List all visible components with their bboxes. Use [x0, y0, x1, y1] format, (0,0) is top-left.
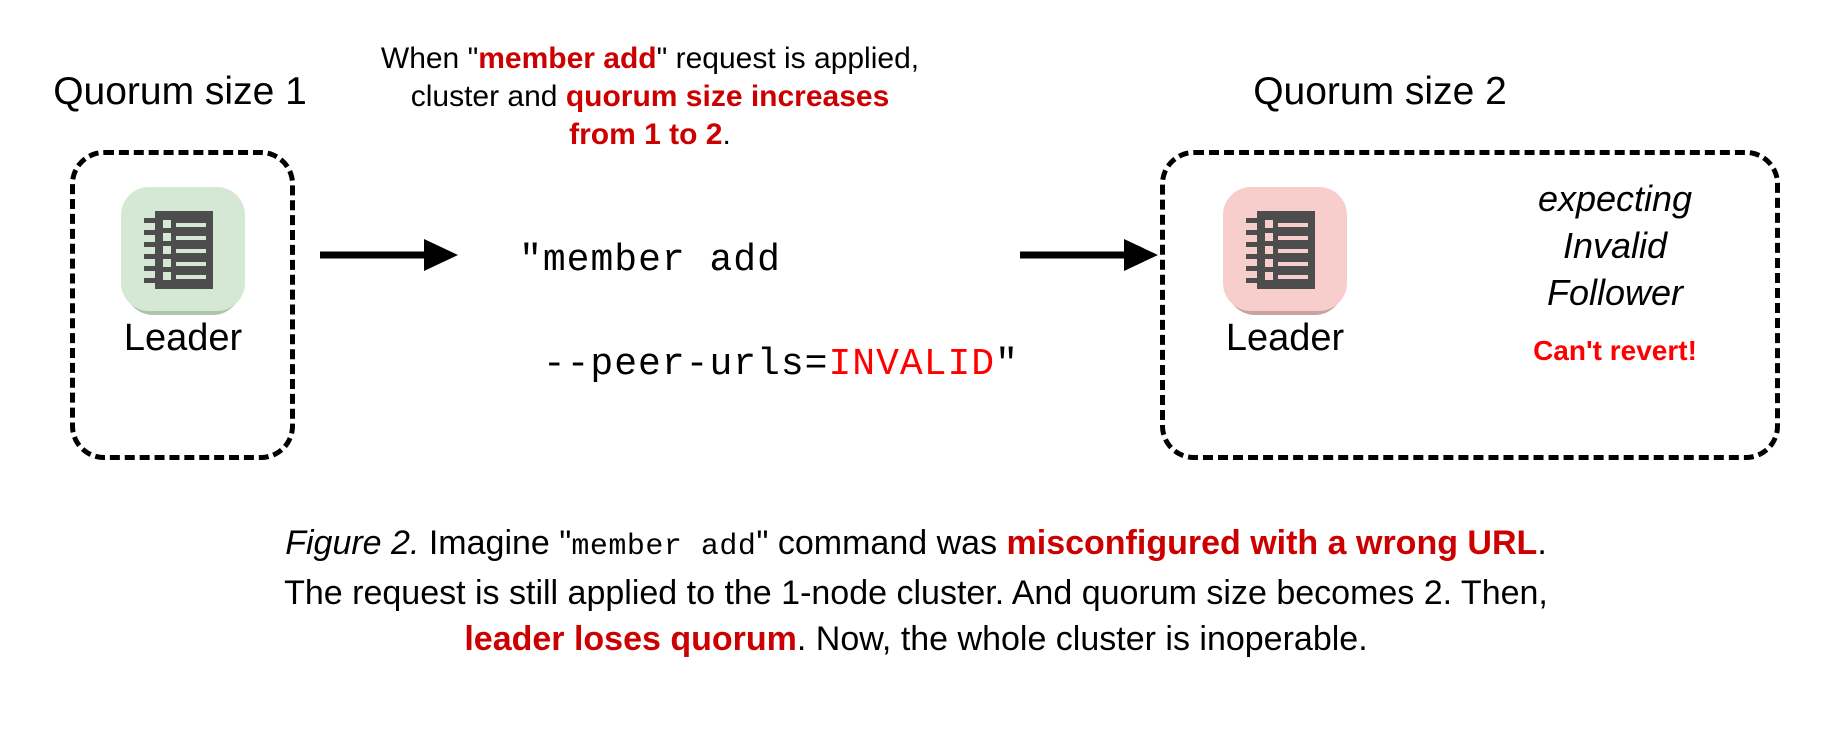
- command-invalid-value: INVALID: [828, 343, 996, 386]
- arrow-right-icon-2: [1020, 235, 1160, 275]
- caption-l1-highlight: misconfigured with a wrong URL: [1006, 524, 1538, 562]
- note-l3-c: .: [722, 118, 731, 151]
- caption-line-3: leader loses quorum. Now, the whole clus…: [0, 616, 1832, 662]
- caption-line-1: Figure 2. Imagine "member add" command w…: [0, 520, 1832, 570]
- caption-l1-mono: member add: [571, 530, 757, 564]
- command-flag: --peer-urls=: [542, 343, 829, 386]
- top-annotation-line-1: When "member add" request is applied,: [350, 40, 950, 78]
- note-l1-c: " request is applied,: [656, 42, 920, 75]
- expect-line-1: expecting: [1537, 178, 1693, 219]
- command-text: "member add --peer-urls=INVALID": [400, 235, 1018, 443]
- right-cluster-title: Quorum size 2: [1253, 70, 1507, 113]
- server-icon: [1223, 187, 1347, 315]
- note-l3-b: from 1 to 2: [569, 118, 723, 151]
- note-l2-b: quorum size increases: [565, 80, 890, 113]
- arrow-right-icon: [320, 235, 460, 275]
- caption-l1-c: " command was: [756, 524, 1007, 562]
- server-glyph-icon: [144, 211, 213, 289]
- right-node-label: Leader: [1225, 317, 1345, 359]
- expecting-invalid-follower-text: expecting Invalid Follower: [1465, 175, 1765, 316]
- caption-l3-b: . Now, the whole cluster is inoperable.: [796, 620, 1368, 658]
- expect-line-3: Follower: [1546, 272, 1684, 313]
- left-leader-node: Leader: [121, 187, 245, 359]
- command-line-2: --peer-urls=INVALID": [400, 287, 1018, 443]
- caption-l1-d: .: [1537, 524, 1547, 562]
- note-l1-a: When ": [380, 42, 479, 75]
- server-glyph-icon: [1246, 211, 1315, 289]
- caption-figure-label: Figure 2.: [285, 524, 420, 562]
- left-cluster-box: Leader: [70, 150, 295, 460]
- note-l2-a: cluster and: [410, 80, 566, 113]
- server-icon: [121, 187, 245, 315]
- right-cluster-box: Leader expecting Invalid Follower Can't …: [1160, 150, 1780, 460]
- command-line-1: "member add: [519, 239, 781, 282]
- figure-caption: Figure 2. Imagine "member add" command w…: [0, 520, 1832, 662]
- left-node-label: Leader: [123, 317, 243, 359]
- cant-revert-warning: Can't revert!: [1533, 335, 1697, 366]
- right-leader-node: Leader: [1223, 187, 1347, 359]
- caption-l3-highlight: leader loses quorum: [464, 620, 797, 658]
- top-annotation-line-3: from 1 to 2.: [350, 116, 950, 154]
- command-closing-quote: ": [995, 343, 1019, 386]
- note-l1-b: member add: [478, 42, 657, 75]
- caption-l1-b: Imagine ": [419, 524, 572, 562]
- caption-line-2: The request is still applied to the 1-no…: [284, 574, 1548, 612]
- expect-line-2: Invalid: [1562, 225, 1668, 266]
- left-cluster-title: Quorum size 1: [53, 70, 307, 113]
- top-annotation: When "member add" request is applied, cl…: [350, 40, 950, 154]
- top-annotation-line-2: cluster and quorum size increases: [350, 78, 950, 116]
